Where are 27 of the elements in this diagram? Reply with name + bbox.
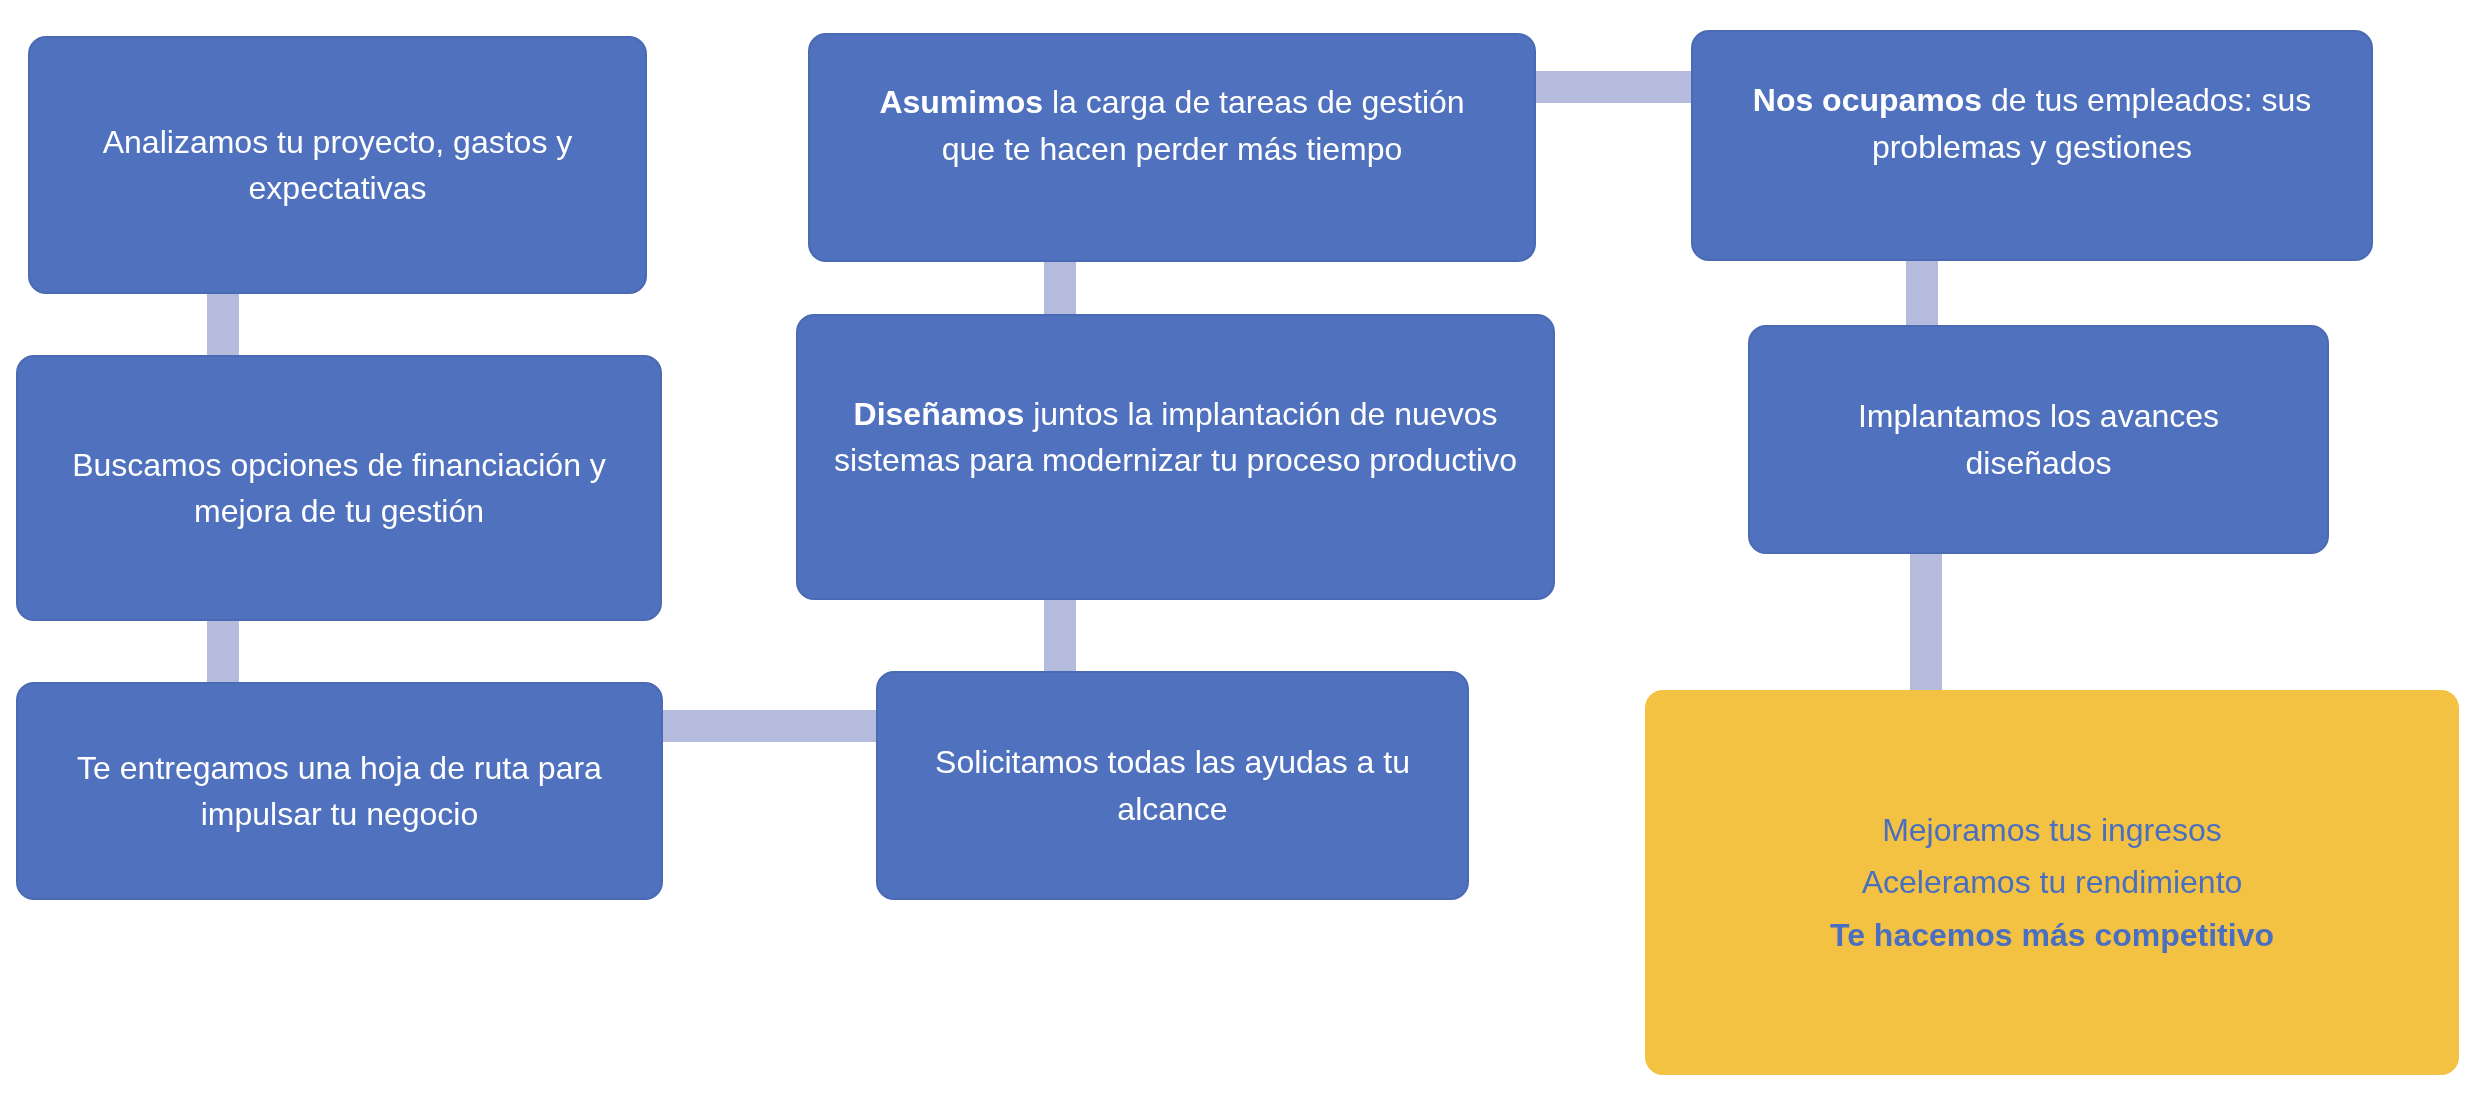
process-box <box>28 36 647 294</box>
connector-bar <box>1536 71 1691 103</box>
process-box <box>796 314 1555 600</box>
step-text: Analizamos tu proyecto, gastos y expectativas <box>101 122 574 208</box>
step-text: Solicitamos todas las ayudas a tu alcance <box>934 743 1411 829</box>
step-text: Asumimos la carga de tareas de gestión que te hacen perder más tiempo <box>878 83 1466 169</box>
step-text: Te hacemos más competitivo <box>1830 915 2274 955</box>
step-text: Buscamos opciones de financiación y mejora de tu gestión <box>71 445 607 531</box>
step-text: Te entregamos una hoja de ruta para impulsar tu negocio <box>76 748 603 834</box>
connector-bar <box>207 294 239 355</box>
process-box <box>876 671 1469 900</box>
process-box <box>1748 325 2329 554</box>
connector-bar <box>1906 261 1938 325</box>
connector-bar <box>207 621 239 682</box>
process-box <box>16 682 663 900</box>
result-box <box>1645 690 2459 1075</box>
step-text: Nos ocupamos de tus empleados: sus problemas y gestiones <box>1751 81 2313 167</box>
connector-bar <box>1044 262 1076 314</box>
step-text: Diseñamos juntos la implantación de nuevos sistemas para modernizar tu proceso productivo <box>833 394 1518 480</box>
step-text: Implantamos los avances diseñados <box>1856 397 2221 483</box>
process-box <box>808 33 1536 262</box>
connector-bar <box>1044 600 1076 671</box>
step-text: Mejoramos tus ingresos <box>1882 810 2222 850</box>
process-box <box>16 355 662 621</box>
connector-bar <box>663 710 876 742</box>
step-text: Aceleramos tu rendimiento <box>1861 863 2243 903</box>
process-box <box>1691 30 2373 261</box>
